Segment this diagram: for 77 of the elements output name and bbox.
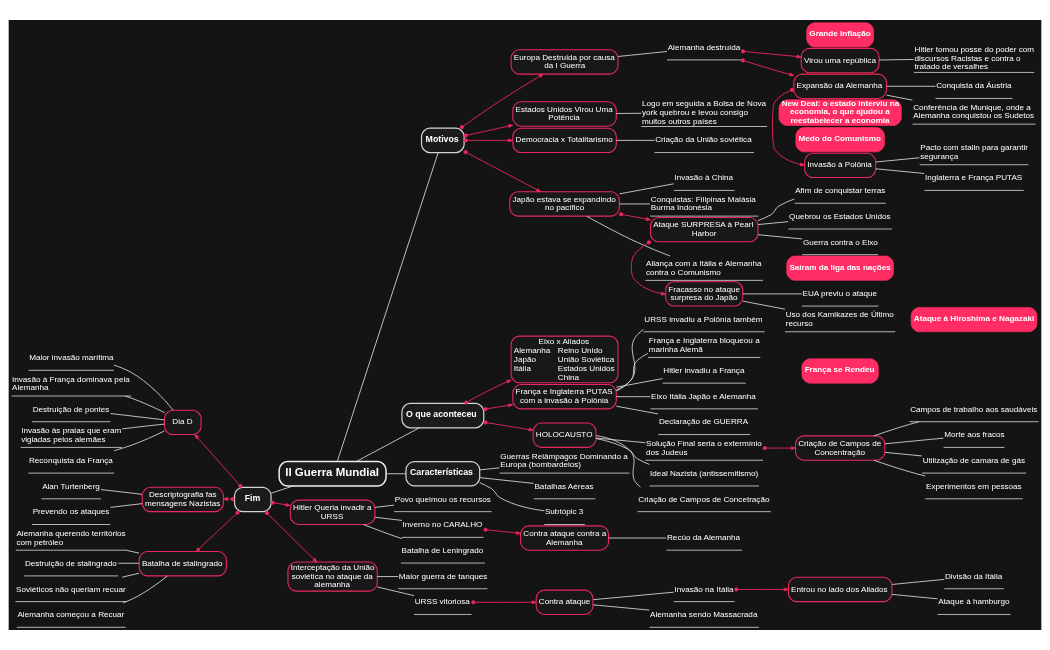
arrow [463,150,542,193]
connector [873,459,926,477]
connector [615,405,659,415]
arrow [483,420,534,432]
arrow [463,138,514,143]
connector [757,221,789,225]
connector [884,451,923,457]
arrow [463,124,514,138]
connector [884,437,944,445]
arrow [464,379,512,405]
connector [875,168,925,174]
connector [121,423,165,430]
connector [376,576,399,577]
connector [595,437,646,444]
arrow [483,527,521,535]
connector [615,329,644,392]
connector [110,413,165,421]
connector [615,396,651,398]
arrow [483,403,514,412]
connector [891,593,938,600]
connector [479,467,500,471]
connector [270,485,294,494]
connector [479,482,545,512]
arrow [630,240,666,296]
connector [886,85,936,87]
connector [615,139,655,141]
connector [110,503,143,508]
connector [875,157,920,163]
connector [617,51,668,57]
connector [100,489,143,495]
connector [615,378,663,388]
connector [376,586,415,597]
arrow [270,500,291,507]
connector [891,578,945,585]
arrow [734,587,789,592]
arrow [619,212,651,221]
connector [757,198,795,222]
connector [374,516,403,521]
connector [742,293,803,295]
connector [124,395,165,414]
arrow [762,446,796,451]
connector [595,438,650,465]
connector [113,364,174,411]
connector [873,421,920,437]
connector [619,183,675,195]
arrow [741,49,802,59]
connector [592,604,650,611]
arrow [222,496,235,502]
connector [113,430,165,452]
connector [878,59,915,61]
node-box: II Guerra Mundial [278,460,387,487]
connector [757,234,803,240]
connector [615,112,642,114]
connector [363,524,403,540]
connector [886,94,913,101]
connector [615,352,649,391]
connector [336,152,439,462]
connector [374,504,395,508]
connector [595,435,641,488]
arrow [194,434,243,488]
arrow [264,510,318,563]
arrow [740,58,795,77]
connector [125,549,140,554]
arrow [459,73,544,130]
connector [586,215,671,257]
connector [479,477,535,484]
connector [592,591,675,601]
connector [117,562,140,564]
connector [355,427,420,463]
arrow [195,510,240,552]
arrow [471,600,537,605]
connector [742,300,786,310]
connector [121,572,140,578]
node-box: Características [405,461,481,487]
arrow [771,87,805,167]
connector [122,575,168,604]
connector [385,473,407,475]
